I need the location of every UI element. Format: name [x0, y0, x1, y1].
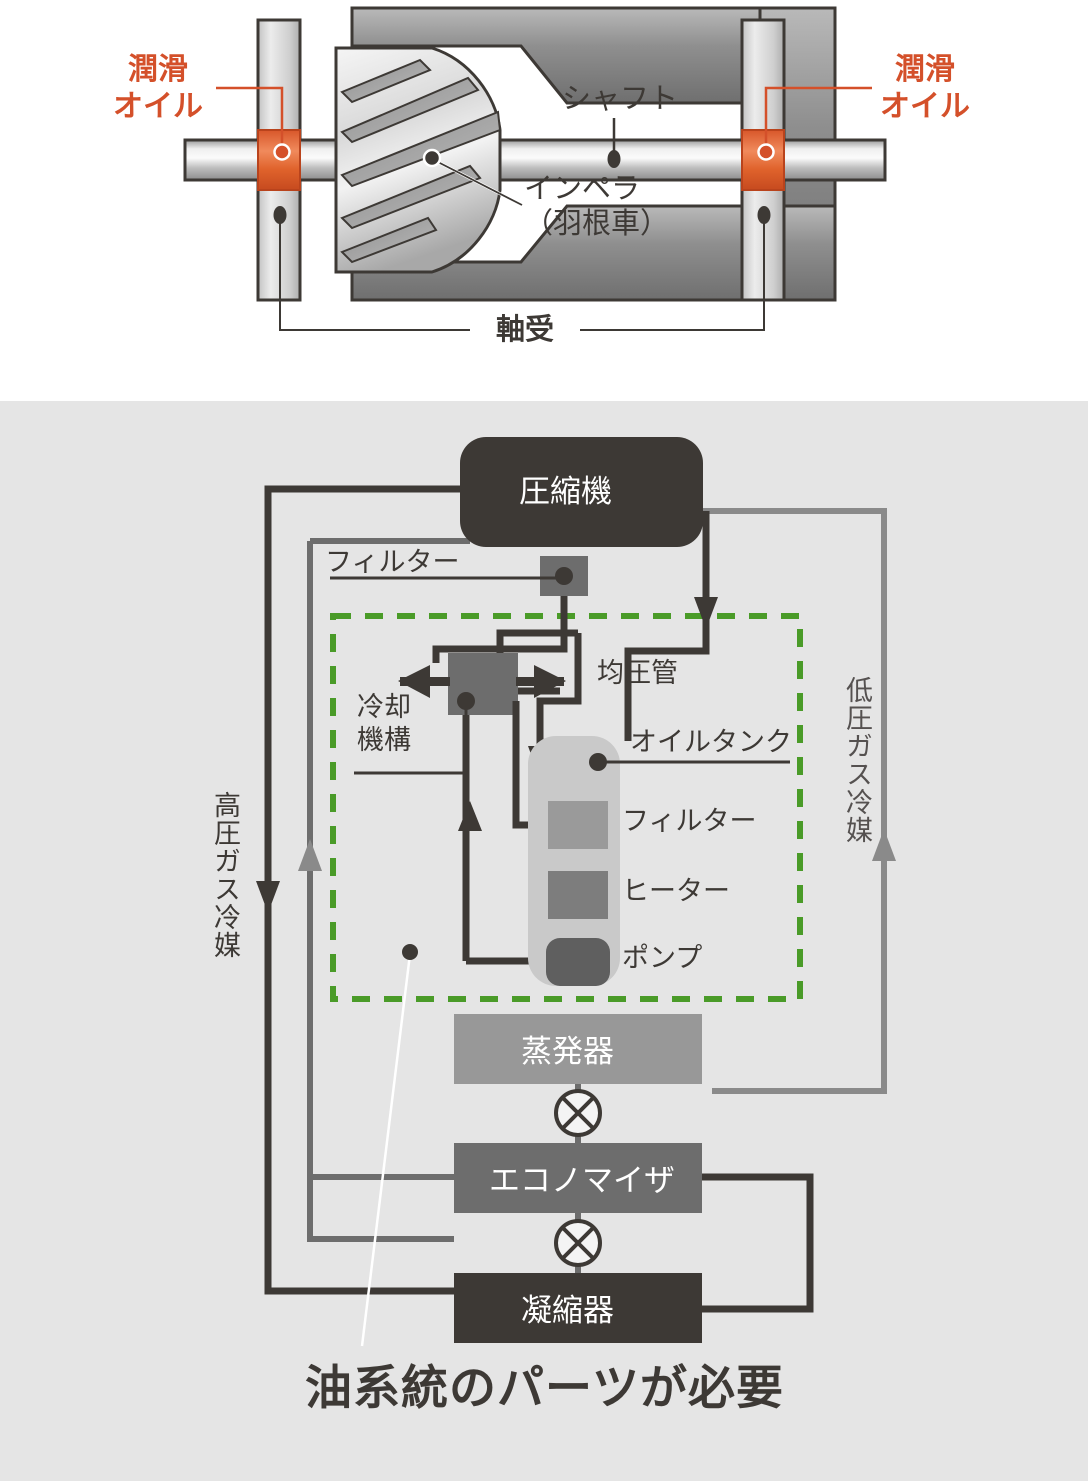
leader-dot-oil-left [273, 143, 291, 161]
leader-impeller [433, 159, 523, 206]
pipe-condenser-economizer [702, 1173, 814, 1313]
arrow-equalizing [694, 597, 718, 629]
oil-tank-filter [548, 801, 608, 849]
label-impeller: インペラ （羽根車） [524, 173, 670, 241]
label-evaporator: 蒸発器 [521, 1034, 614, 1069]
label-oil-tank: オイルタンク [630, 727, 792, 757]
label-bearing: 軸受 [488, 313, 563, 349]
label-economizer: エコノマイザ [489, 1163, 675, 1198]
label-lubricating-oil-left: 潤滑 オイル [113, 53, 203, 123]
arrow-high-pressure [256, 881, 280, 913]
arrow-gray-up-left [298, 839, 322, 871]
shaft-rod-right [498, 138, 887, 182]
label-cooling-mechanism: 冷却 機構 [357, 692, 411, 755]
expansion-valve-upper [554, 1084, 602, 1143]
leader-dot-bearing-right [757, 206, 771, 224]
economizer-box [454, 1143, 702, 1213]
leader-oil-left [216, 86, 284, 150]
oil-circuit-svg [256, 437, 896, 1343]
label-low-pressure-refrigerant: 低圧ガス冷媒 [841, 676, 872, 844]
oil-circuit-diagram: 圧縮機 フィルター 冷却 機構 均圧管 オイルタンク フィルター ヒーター ポン… [0, 401, 1088, 1481]
label-high-pressure-refrigerant: 高圧ガス冷媒 [209, 791, 240, 959]
callout-dot-filter-compressor [555, 567, 573, 585]
low-pressure-main [700, 508, 887, 1094]
label-lubricating-oil-right: 潤滑 オイル [880, 53, 970, 123]
figure-caption: 油系統のパーツが必要 [305, 1361, 785, 1414]
arrow-pump-return [458, 801, 482, 831]
label-heater: ヒーター [622, 876, 730, 906]
oil-tank-pump [546, 938, 610, 986]
arrow-low-pressure-up [872, 829, 896, 861]
leader-dot-shaft [607, 150, 621, 168]
compressor-box [460, 437, 703, 547]
leader-dot-oil-right [757, 143, 775, 161]
condenser-box [454, 1273, 702, 1343]
label-equalizing-pipe: 均圧管 [597, 658, 678, 688]
oil-tank-body [528, 736, 620, 986]
leader-dot-impeller [422, 148, 442, 168]
pump-cross-section-diagram: 潤滑 オイル 潤滑 オイル シャフト インペラ （羽根車） 軸受 [0, 0, 1088, 401]
leader-dot-bearing-left [273, 206, 287, 224]
label-pump: ポンプ [622, 943, 703, 973]
pipe-pump-return [462, 715, 470, 965]
expansion-valve-lower [554, 1213, 602, 1273]
label-compressor: 圧縮機 [519, 474, 612, 509]
label-shaft: シャフト [562, 83, 679, 115]
pump-cross-section-svg [183, 6, 887, 331]
leader-bearing [279, 220, 765, 331]
pipe-valve-loop [496, 629, 582, 759]
leader-oil-right [764, 86, 872, 150]
label-condenser: 凝縮器 [521, 1293, 614, 1328]
high-pressure-piping [264, 485, 470, 1295]
evaporator-box [454, 1014, 702, 1084]
label-tank-filter: フィルター [622, 806, 757, 836]
oil-tank-heater [548, 871, 608, 919]
label-filter-compressor: フィルター [325, 547, 460, 577]
impeller-blades [340, 58, 502, 264]
equalizing-pipe-path [624, 511, 710, 741]
